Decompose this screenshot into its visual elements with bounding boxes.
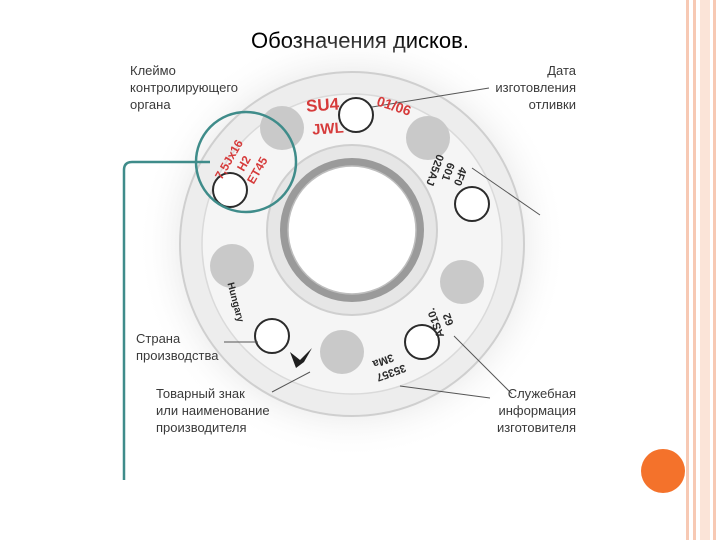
marking-su4: SU4 <box>305 95 340 116</box>
marking-size-line2: H2 <box>234 153 254 174</box>
marking-circle-code <box>454 186 490 222</box>
marking-service-line2: 62 <box>441 311 456 327</box>
marking-code-line2: 601 <box>439 161 457 182</box>
center-bore <box>287 165 417 295</box>
label-date: Дата изготовления отливки <box>495 63 576 112</box>
leader-line-service <box>453 335 513 395</box>
leader-line-serial <box>399 385 491 399</box>
label-country: Страна производства <box>136 331 219 363</box>
bird-logo-icon <box>290 348 312 368</box>
label-stamp: Клеймо контролирующего органа <box>130 63 239 112</box>
bolt-hole <box>440 260 484 304</box>
orange-circle-decoration <box>641 449 685 493</box>
marking-circle-jwl <box>338 97 374 133</box>
leader-line-date <box>371 87 490 108</box>
marking-jwl: JWL <box>312 120 345 139</box>
leader-line-trademark <box>271 371 311 393</box>
label-service: Служебная информация изготовителя <box>496 386 576 435</box>
bolt-hole <box>406 116 450 160</box>
marking-circle-service <box>404 324 440 360</box>
marking-circle-size <box>212 172 248 208</box>
marking-circle-country <box>254 318 290 354</box>
label-trademark: Товарный знак или наименование производи… <box>156 386 270 435</box>
bolt-hole <box>210 244 254 288</box>
stripe <box>713 0 716 540</box>
bolt-hole <box>320 330 364 374</box>
decorative-stripes <box>684 0 720 540</box>
stamp-bracket-line <box>122 160 210 480</box>
leader-line-code <box>471 167 541 216</box>
stripe <box>686 0 689 540</box>
stripe <box>700 0 710 540</box>
stripe <box>693 0 696 540</box>
